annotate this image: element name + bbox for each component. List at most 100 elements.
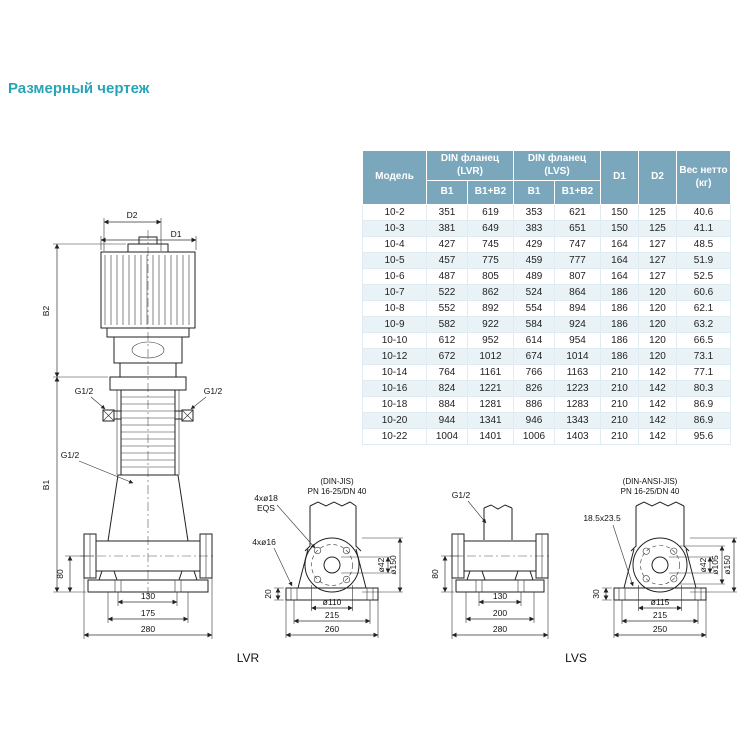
ansi-flange-outer-circle [632,537,688,593]
jis-bore-circle [323,556,341,574]
table-cell: 150 [600,220,639,237]
jis-bolt-hole [342,575,351,584]
table-cell: 41.1 [676,220,731,237]
g12-callout-right-leader [190,396,207,410]
ansi-bolt-circle [640,545,680,585]
stage-lines [121,396,175,468]
ansi-dim-30-label: 30 [591,589,601,599]
jis-caption-line2: PN 16-25/DN 40 [308,487,367,496]
jis-flange-outer-circle [304,537,360,593]
table-cell: 777 [554,252,601,269]
table-cell: 1343 [554,412,601,429]
table-cell: 10-3 [362,220,427,237]
table-cell: 142 [638,380,677,397]
lvs-dim-280-extensions [451,578,549,639]
ansi-bolt-hole [642,547,650,555]
dim-b2-label: B2 [41,306,51,317]
col-header-lvs-b1b2: B1+B2 [554,180,601,205]
jis-base-slot-right [366,587,374,601]
table-cell: 946 [513,412,555,429]
jis-bolt-note-leader [276,504,316,549]
dim-d2-label: D2 [127,210,138,220]
table-cell: 584 [513,316,555,333]
table-cell: 1163 [554,364,601,381]
dim-b1-label: B1 [41,480,51,491]
jis-dim-260-extensions [285,600,379,638]
dim-280-extensions [83,578,213,639]
table-cell: 186 [600,300,639,317]
table-cell: 522 [426,284,468,301]
table-cell: 621 [554,204,601,221]
lvr-main-drawing: D2 D1 B2 B1 80 130 175 280 G1/2 G1/2 G1/… [41,210,222,639]
jis-caption-line1: (DIN-JIS) [320,477,354,486]
lvs-base-slot-left [475,579,483,593]
table-cell: 457 [426,252,468,269]
table-cell: 1401 [467,428,514,445]
table-cell: 747 [554,236,601,253]
table-cell: 10-12 [362,348,427,365]
ansi-dim-42-label: ø42 [698,557,708,572]
port-plug-left-cross [102,409,115,422]
jis-casing-sides [304,506,362,552]
g12-callout-drain-leader [78,460,134,484]
table-cell: 824 [426,380,468,397]
jis-base-plate [285,587,379,601]
table-cell: 1004 [426,428,468,445]
lvs-base-plate [455,579,545,593]
col-header-lvs-b1: B1 [513,180,555,205]
table-cell: 164 [600,252,639,269]
table-cell: 954 [554,332,601,349]
table-cell: 10-10 [362,332,427,349]
dim-d1-label: D1 [171,229,182,239]
jis-base-holes-leader [273,547,293,587]
table-cell: 40.6 [676,204,731,221]
lvr-group-label: LVR [237,651,260,665]
table-cell: 51.9 [676,252,731,269]
page-title: Размерный чертеж [8,80,150,97]
ansi-dim-150-extensions [690,537,737,593]
table-cell: 489 [513,268,555,285]
table-cell: 351 [426,204,468,221]
jis-dim-42-extensions [341,556,391,574]
col-header-lvr-group: DIN фланец (LVR) [426,150,514,181]
table-cell: 1006 [513,428,555,445]
col-header-d2: D2 [638,150,677,205]
table-cell: 745 [467,236,514,253]
table-cell: 10-8 [362,300,427,317]
ansi-dim-105-label: ø105 [710,555,720,575]
jis-casing-break-line [309,501,357,507]
ansi-dim-250-extensions [613,600,707,638]
dim-d1-extensions [100,236,197,250]
lvs-g12-leader [467,500,487,524]
ansi-leg-right [685,548,697,589]
table-cell: 80.3 [676,380,731,397]
ansi-dim-150-label: ø150 [722,555,732,575]
table-cell: 884 [426,396,468,413]
ansi-bolt-hole [642,575,650,583]
table-cell: 127 [638,252,677,269]
support-leg-right [178,570,198,581]
table-cell: 383 [513,220,555,237]
lvs-dim-200-label: 200 [493,608,507,618]
table-cell: 142 [638,396,677,413]
ansi-bore-circle [651,556,669,574]
table-cell: 10-14 [362,364,427,381]
ansi-dim-105-extensions [680,545,725,585]
lvr-end-view-jis: (DIN-JIS) PN 16-25/DN 40 4xø18 EQS 4xø16… [252,477,403,638]
jis-dim-150-label: ø150 [388,555,398,575]
table-cell: 1223 [554,380,601,397]
table-cell: 125 [638,220,677,237]
table-cell: 120 [638,300,677,317]
jis-dim-150-extensions [362,537,403,593]
lvs-dim-80-label: 80 [430,569,440,579]
table-cell: 210 [600,428,639,445]
table-cell: 952 [467,332,514,349]
jis-dim-42-label: ø42 [376,557,386,572]
ansi-base-slot-right [694,587,702,601]
